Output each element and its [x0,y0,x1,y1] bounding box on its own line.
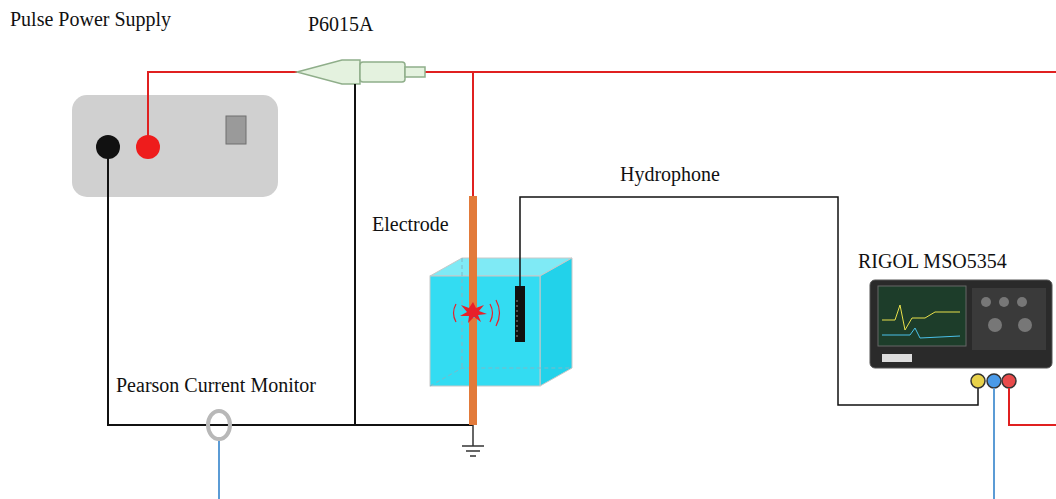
oscilloscope-knob [999,297,1009,307]
negative-terminal [96,135,120,159]
current-signal-wire [218,441,220,499]
node-heading: RIGOL MSO5354 [858,250,1007,272]
ground-symbol [470,455,476,457]
water-tank [430,276,540,386]
voltage-probe [360,62,405,82]
water-tank [462,258,463,368]
oscilloscope-panel [972,288,1046,350]
power-switch [226,116,246,144]
oscilloscope-screen [878,286,966,346]
oscilloscope-knob [981,297,991,307]
electrode [469,196,477,308]
oscilloscope: RIGOL MSO5354 [856,248,1054,373]
shock-wave [496,300,500,326]
discharge-spark [460,302,487,323]
current-monitor-label: Pearson Current Monitor [116,374,316,396]
hydrophone [517,300,518,338]
hydrophone-label: Hydrophone [620,163,720,185]
channel-connector [971,374,985,388]
node-heading: Pulse Power Supply [10,8,171,30]
current-monitor-ring [208,411,230,439]
ground-symbol [462,445,484,447]
water-tank [430,368,572,386]
power-supply: Pulse Power Supply [8,6,283,201]
power-supply-housing [72,95,278,197]
probe-label: P6015A [308,13,374,35]
oscilloscope-knob [988,318,1002,332]
hydrophone-cable [520,197,978,405]
current-signal-wire [993,388,995,499]
return-wire [108,147,473,425]
hv-wire [425,71,1056,73]
oscilloscope-trace [882,328,960,338]
hv-wire [472,72,474,196]
channel-connector [987,374,1001,388]
oscilloscope-trace [882,305,960,330]
oscilloscope-port [882,354,912,362]
positive-terminal [136,135,160,159]
oscilloscope-knob [1017,297,1027,307]
oscilloscope-knob [1018,318,1032,332]
voltage-probe [297,60,360,84]
hv-wire [148,72,297,147]
voltage-signal-wire [1009,388,1056,425]
electrode [469,318,477,425]
ground-symbol [472,425,474,446]
ground-symbol [466,450,480,452]
shock-wave [454,304,457,322]
shock-wave [490,304,493,322]
water-tank [540,258,572,386]
probe-ground-wire [354,84,356,425]
oscilloscope [870,280,1052,368]
hydrophone [515,286,525,342]
voltage-probe [405,67,425,77]
electrode-label: Electrode [372,213,449,235]
channel-connector [1002,374,1016,388]
